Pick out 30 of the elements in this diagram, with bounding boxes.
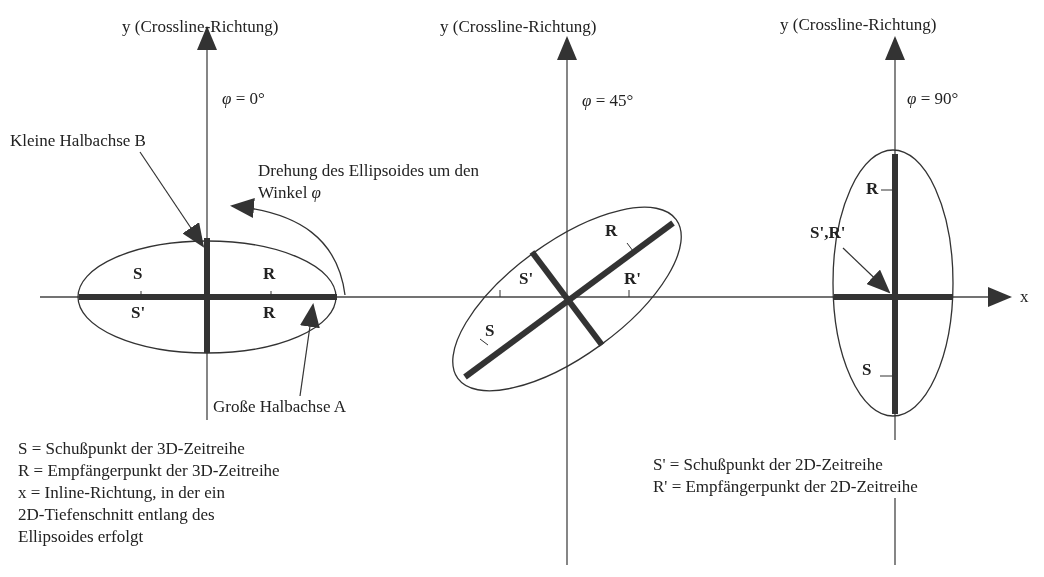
axis-label: x [1020, 286, 1029, 308]
leader-line [299, 303, 320, 397]
point-label: S [133, 263, 143, 285]
callout-text: Große Halbachse A [213, 396, 347, 418]
rotation-note: Drehung des Ellipsoides um den Winkel φ [258, 160, 480, 204]
axis-label: y (Crossline-Richtung) [780, 14, 937, 36]
callout-text: Kleine Halbachse B [10, 130, 146, 152]
axis-label: y (Crossline-Richtung) [122, 16, 279, 38]
point-label: S [862, 359, 872, 381]
legend-text: S = Schußpunkt der 3D-Zeitreihe [18, 438, 245, 460]
angle-label: φ = 0° [222, 88, 265, 110]
point-label: R [263, 263, 276, 285]
leader-line [842, 247, 891, 294]
point-label: S' [519, 268, 534, 290]
semi-axis-line [204, 238, 210, 353]
point-label: R [263, 302, 276, 324]
semi-axis-line [79, 294, 337, 300]
point-label: S [485, 320, 495, 342]
point-label: R' [624, 268, 641, 290]
legend-text: R' = Empfängerpunkt der 2D-Zeitreihe [653, 476, 918, 498]
legend-text: R = Empfängerpunkt der 3D-Zeitreihe [18, 460, 280, 482]
angle-label: φ = 45° [582, 90, 634, 112]
legend-text: S' = Schußpunkt der 2D-Zeitreihe [653, 454, 883, 476]
legend-text: x = Inline-Richtung, in der ein 2D-Tiefenschnitt entlang des Ellipsoides erfolgt [18, 482, 226, 548]
point-label: R [605, 220, 618, 242]
leader-line [139, 151, 205, 248]
axis-label: y (Crossline-Richtung) [440, 16, 597, 38]
point-label: S' [131, 302, 146, 324]
angle-label: φ = 90° [907, 88, 959, 110]
point-label: R [866, 178, 879, 200]
